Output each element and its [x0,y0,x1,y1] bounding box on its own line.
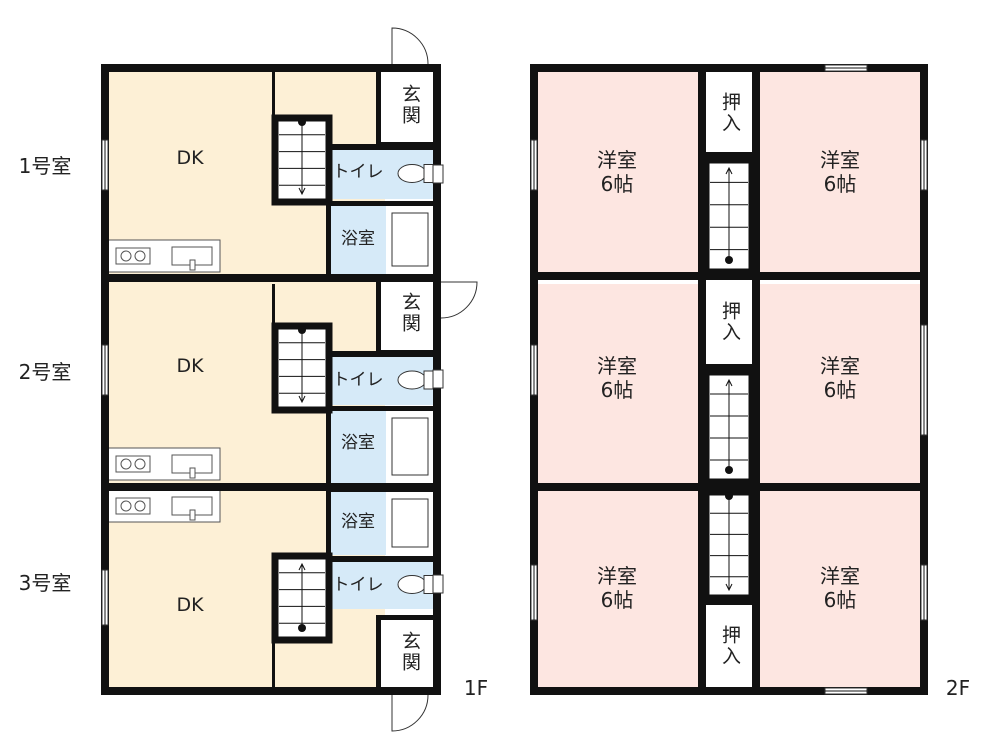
wall [704,152,754,159]
bath-label-1: 浴室 [341,229,375,249]
western-room-right-3 [758,491,924,691]
entrance-door-3 [391,694,429,732]
closet-1 [706,68,752,152]
outer-wall-bottom [101,687,441,695]
burner-icon [134,500,146,512]
toilet-icon [397,164,427,183]
partition-wall [272,70,275,118]
dk-label-1: DK [176,147,204,169]
bathtub-icon [391,417,429,476]
outer-wall-top [101,64,441,72]
arrow-head-icon [298,562,306,571]
outer-wall-top-2f [530,64,928,72]
wall [376,142,436,147]
wall [376,350,436,355]
entrance-door-1 [391,27,429,65]
western-room-right-1 [758,68,924,276]
faucet-icon [189,509,196,521]
partition-wall [272,640,275,688]
wall [376,68,381,142]
dk-label-3: DK [176,594,204,616]
toilet-window [432,164,444,184]
floor-wall [530,272,928,280]
closet-2 [706,284,752,364]
floor-label-2f: 2F [945,676,971,700]
wall [376,615,436,620]
burner-icon [134,458,146,470]
burner-icon [120,500,132,512]
bathtub-icon [391,498,429,548]
closet-label-3: 押入 [719,625,741,667]
unit-wall [101,483,441,491]
toilet-icon [397,370,427,390]
arrow-head-icon [298,395,306,404]
entrance-label-3: 玄関 [399,631,421,673]
toilet-label-2: トイレ [332,370,384,390]
faucet-icon [189,467,196,479]
room-label-2f-2: 洋室 6帖 [820,148,860,196]
wall [704,598,754,605]
room-label-2f-3: 洋室 6帖 [597,354,637,402]
wall [326,201,436,206]
arrow-head-icon [298,187,306,196]
stove-icon [115,247,151,265]
room-label-2f-5: 洋室 6帖 [597,564,637,612]
corridor-wall-left [698,64,706,695]
toilet-window [432,574,444,594]
arrow-head-icon [725,166,733,175]
wall [326,491,331,609]
burner-icon [120,250,132,262]
wall [376,282,381,350]
wall [704,364,754,371]
entrance-3 [380,620,436,691]
closet-label-2: 押入 [719,301,741,343]
wall [326,355,331,483]
floor-label-1f: 1F [463,676,489,700]
closet-3 [706,606,752,688]
arrow-head-icon [725,583,733,592]
partition-wall [272,284,275,326]
wall [326,556,436,562]
toilet-window [432,369,444,389]
burner-icon [120,458,132,470]
corridor-wall-right [752,64,760,695]
bath-label-3: 浴室 [341,512,375,532]
bathtub-icon [391,212,429,267]
entrance-label-1: 玄関 [399,84,421,126]
bath-label-2: 浴室 [341,433,375,453]
toilet-label-1: トイレ [332,162,384,182]
arrow-head-icon [725,378,733,387]
floor-wall [530,483,928,491]
entrance-2 [380,282,436,350]
wall [326,406,436,411]
western-room-left-2 [534,284,700,483]
entrance-door-2 [440,281,478,319]
burner-icon [134,250,146,262]
toilet-icon [397,575,427,594]
entrance-label-2: 玄関 [399,292,421,334]
unit-label-2: 2号室 [18,360,72,384]
wall [326,148,331,274]
entrance-1 [380,68,436,142]
room-label-2f-6: 洋室 6帖 [820,564,860,612]
outer-wall-bottom-2f [530,687,928,695]
stove-icon [115,455,151,473]
dk-label-2: DK [176,355,204,377]
room-label-2f-1: 洋室 6帖 [597,148,637,196]
wall [376,620,381,691]
western-room-right-2 [758,284,924,483]
faucet-icon [189,259,196,271]
room-label-2f-4: 洋室 6帖 [820,354,860,402]
unit-wall [101,274,441,282]
toilet-label-3: トイレ [332,575,384,595]
unit-label-1: 1号室 [18,154,72,178]
stove-icon [115,497,151,515]
western-room-left-1 [534,68,700,276]
western-room-left-3 [534,491,700,691]
closet-label-1: 押入 [719,92,741,134]
unit-label-3: 3号室 [18,571,72,595]
